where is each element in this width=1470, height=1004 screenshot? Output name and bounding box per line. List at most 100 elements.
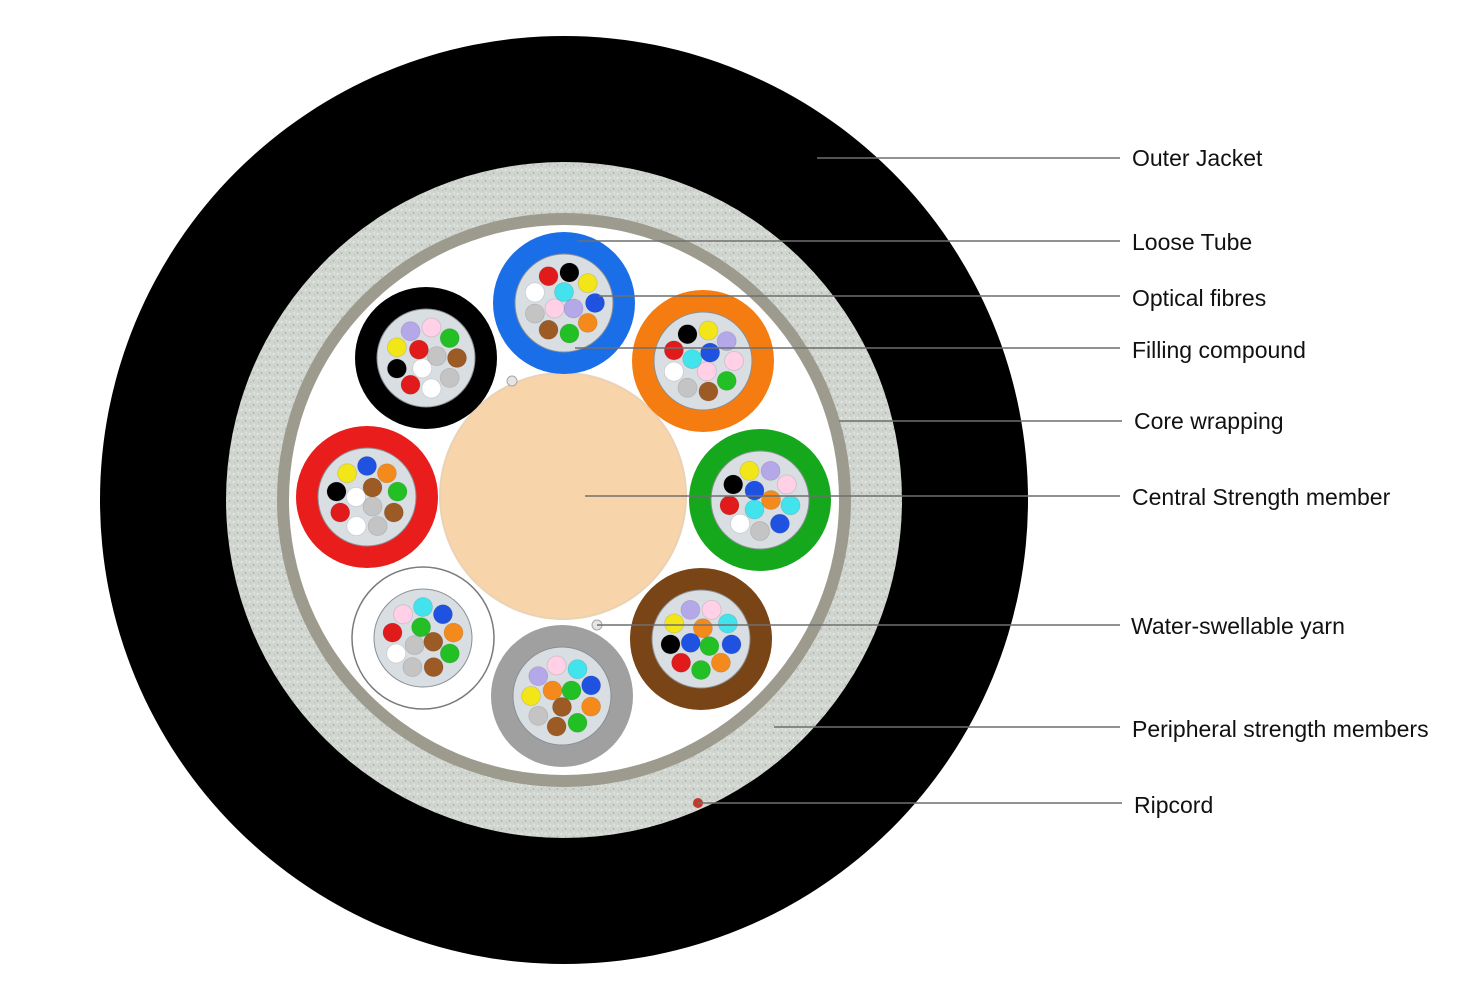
optical-fibre	[525, 282, 545, 303]
optical-fibre	[362, 477, 383, 498]
optical-fibre	[744, 480, 765, 501]
optical-fibre	[346, 516, 367, 536]
optical-fibre	[770, 513, 790, 534]
optical-fibre	[357, 456, 377, 476]
optical-fibre	[402, 657, 423, 677]
optical-fibre	[426, 346, 447, 367]
optical-fibre	[664, 340, 684, 361]
optical-fibre	[677, 324, 698, 345]
label-central-strength-member: Central Strength member	[1132, 484, 1391, 510]
optical-fibre	[664, 613, 685, 634]
optical-fibre	[723, 474, 744, 495]
optical-fibre	[696, 361, 717, 382]
optical-fibre	[716, 370, 737, 391]
optical-fibre	[552, 697, 572, 717]
optical-fibre	[337, 463, 358, 484]
optical-fibre	[581, 696, 601, 717]
optical-fibre	[567, 712, 588, 733]
optical-fibre	[701, 600, 722, 620]
optical-fibre	[559, 262, 580, 283]
optical-fibre	[367, 516, 388, 536]
optical-fibre	[411, 617, 432, 638]
optical-fibre	[721, 634, 742, 655]
optical-fibre	[413, 597, 433, 617]
optical-fibre	[387, 481, 408, 502]
optical-fibre	[404, 635, 425, 655]
optical-fibre	[421, 317, 442, 338]
optical-fibre	[677, 377, 698, 398]
optical-fibre	[443, 622, 464, 643]
optical-fibre	[577, 312, 598, 333]
optical-fibre	[546, 655, 567, 676]
optical-fibre	[400, 374, 421, 395]
optical-fibre	[528, 706, 549, 726]
optical-fibre	[346, 487, 366, 507]
optical-fibre	[680, 600, 701, 620]
optical-fibre	[581, 675, 601, 696]
optical-fibre	[719, 495, 740, 516]
optical-fibre	[383, 502, 404, 523]
label-outer-jacket: Outer Jacket	[1132, 145, 1263, 171]
optical-fibre	[761, 490, 781, 510]
optical-fibre	[577, 273, 598, 294]
optical-fibre	[423, 631, 444, 652]
optical-fibre	[382, 622, 403, 643]
optical-fibre	[585, 293, 605, 313]
optical-fibre	[544, 298, 565, 319]
optical-fibre	[546, 716, 567, 737]
optical-fibre	[400, 321, 421, 342]
label-filling-compound: Filling compound	[1132, 337, 1306, 363]
optical-fibre	[386, 358, 407, 379]
optical-fibre	[559, 323, 580, 344]
optical-fibre	[671, 652, 691, 673]
optical-fibre	[538, 319, 559, 340]
label-ripcord: Ripcord	[1134, 792, 1213, 818]
optical-fibre	[393, 604, 414, 625]
optical-fibre	[561, 680, 582, 701]
optical-fibre	[698, 320, 719, 341]
optical-fibre	[682, 349, 703, 370]
optical-fibre	[750, 521, 770, 541]
optical-fibre	[538, 266, 559, 287]
optical-fibre	[567, 659, 588, 680]
optical-fibre	[528, 666, 549, 686]
optical-fibre	[698, 381, 719, 402]
optical-fibre	[691, 660, 711, 680]
optical-fibre	[439, 367, 460, 388]
optical-fibre	[386, 643, 407, 664]
water-swellable-yarn	[506, 375, 518, 387]
optical-fibre	[386, 337, 407, 358]
label-peripheral-strength-members: Peripheral strength members	[1132, 716, 1429, 742]
optical-fibre	[563, 298, 584, 319]
optical-fibre	[423, 657, 444, 677]
optical-fibre	[542, 680, 563, 701]
optical-fibre	[525, 303, 545, 324]
optical-fibre	[760, 460, 781, 481]
optical-fibre	[439, 643, 460, 664]
optical-fibre	[521, 686, 541, 706]
optical-fibre	[776, 474, 797, 495]
optical-fibre	[700, 342, 720, 363]
optical-fibre	[724, 351, 744, 371]
optical-fibre	[711, 652, 731, 673]
optical-fibre	[439, 328, 460, 349]
label-loose-tube: Loose Tube	[1132, 229, 1252, 255]
optical-fibre	[362, 496, 383, 517]
loose-tubes	[296, 232, 831, 767]
label-core-wrapping: Core wrapping	[1134, 408, 1284, 434]
optical-fibre	[699, 636, 720, 656]
optical-fibre	[660, 634, 681, 655]
optical-fibre	[326, 481, 347, 502]
optical-fibre	[376, 463, 397, 484]
optical-fibre	[716, 331, 737, 352]
optical-fibre	[739, 460, 760, 481]
optical-fibre	[693, 618, 713, 639]
optical-fibre	[730, 513, 750, 534]
optical-fibre	[421, 378, 442, 399]
optical-fibre	[664, 361, 684, 382]
optical-fibre	[408, 339, 429, 360]
optical-fibre	[780, 495, 801, 516]
optical-fibre	[412, 358, 433, 379]
optical-fibre	[330, 502, 351, 523]
